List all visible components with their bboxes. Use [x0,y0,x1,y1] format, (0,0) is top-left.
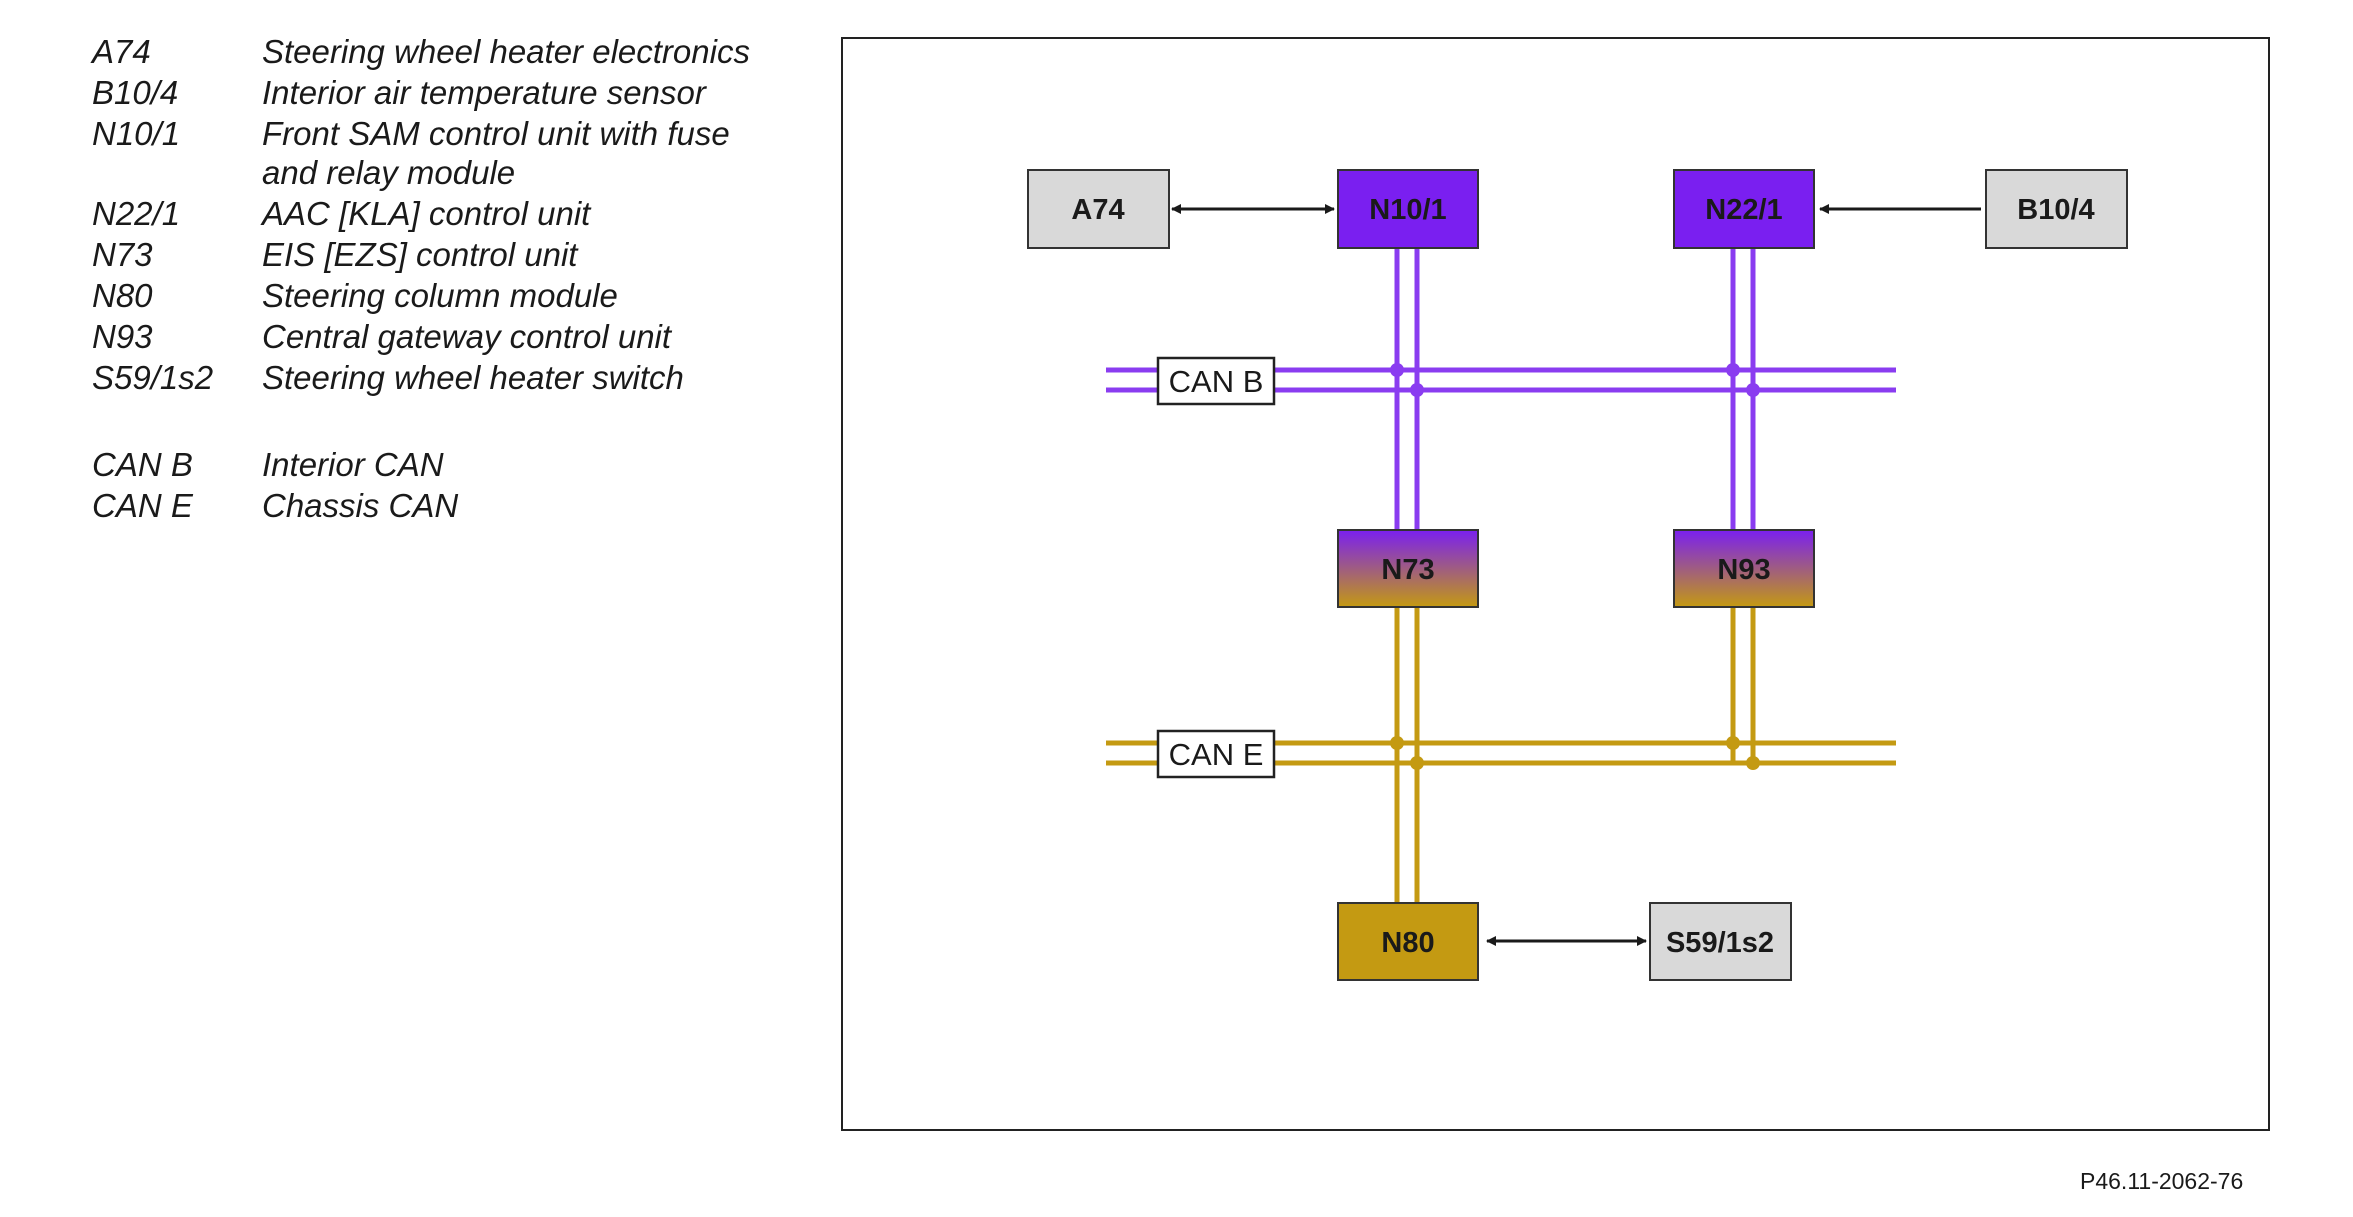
legend-description: Steering wheel heater switch [262,359,684,396]
node-b10-4: B10/4 [1985,169,2128,249]
node-n93: N93 [1673,529,1815,608]
legend-code: N10/1 [92,115,181,152]
can-e-label-text: CAN E [1169,737,1264,772]
legend-code: N80 [92,277,153,314]
node-label: B10/4 [2017,194,2094,226]
node-a74: A74 [1027,169,1170,249]
can-b-label-text: CAN B [1169,364,1264,399]
node-label: S59/1s2 [1666,927,1774,959]
legend-description: EIS [EZS] control unit [262,236,578,273]
legend-description: Central gateway control unit [262,318,672,355]
legend-code: N22/1 [92,195,181,232]
node-label: N93 [1717,554,1770,586]
legend-code: N93 [92,318,153,355]
node-label: N22/1 [1705,194,1782,226]
legend-code: CAN E [92,487,193,524]
bus-junctions [1390,363,1760,770]
legend-description: Steering wheel heater electronics [262,33,750,70]
node-label: N73 [1381,554,1434,586]
legend-code: N73 [92,236,153,273]
legend-code: CAN B [92,446,193,483]
legend-description: Interior CAN [262,446,444,483]
legend-description: and relay module [262,154,516,191]
node-label: N10/1 [1369,194,1446,226]
node-n73: N73 [1337,529,1479,608]
legend: A74 Steering wheel heater electronics B1… [0,0,820,560]
node-s59-1s2: S59/1s2 [1649,902,1792,981]
node-n80: N80 [1337,902,1479,981]
legend-code: A74 [92,33,151,70]
legend-code: S59/1s2 [92,359,214,396]
node-label: A74 [1071,194,1124,226]
node-label: N80 [1381,927,1434,959]
legend-description: Steering column module [262,277,618,314]
legend-description: Front SAM control unit with fuse [262,115,730,152]
can-b-label: CAN B [1156,356,1276,406]
figure-code: P46.11-2062-76 [2080,1168,2244,1194]
node-n10-1: N10/1 [1337,169,1479,249]
node-n22-1: N22/1 [1673,169,1815,249]
can-e-label: CAN E [1156,729,1276,779]
legend-code: B10/4 [92,74,179,111]
legend-description: Chassis CAN [262,487,459,524]
legend-description: AAC [KLA] control unit [262,195,591,232]
legend-description: Interior air temperature sensor [262,74,706,111]
